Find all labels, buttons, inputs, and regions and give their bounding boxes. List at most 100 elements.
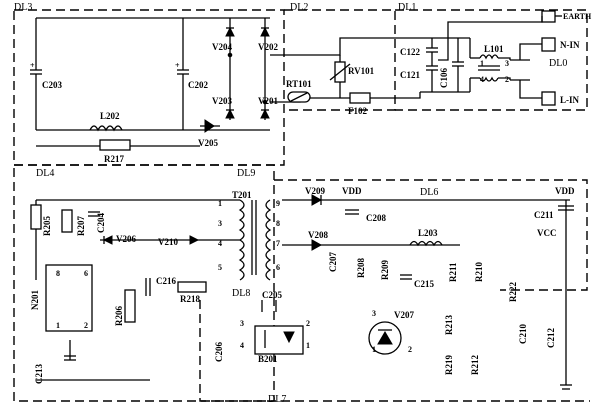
label-v201: V201 <box>258 96 278 106</box>
l-in-terminal <box>541 91 556 106</box>
svg-text:9: 9 <box>276 199 280 208</box>
inductor-l202 <box>89 125 123 132</box>
rail-vcc: VCC <box>537 228 557 238</box>
label-c207: C207 <box>328 252 338 272</box>
label-c215: C215 <box>414 279 434 289</box>
rail-vdd-left: VDD <box>342 186 362 196</box>
block-dl4-border <box>13 164 275 402</box>
diode-v201 <box>260 108 270 119</box>
label-r218: R218 <box>180 294 200 304</box>
block-label-dl9: DL9 <box>237 168 255 179</box>
svg-text:2: 2 <box>306 319 310 328</box>
label-v203: V203 <box>212 96 232 106</box>
rectifier-section: + C203 + C202 L202 R217 V205 V204 V202 V… <box>30 17 278 164</box>
label-c210: C210 <box>518 324 528 344</box>
diode-v208 <box>311 239 323 251</box>
label-r222: R222 <box>508 282 518 302</box>
svg-text:8: 8 <box>276 219 280 228</box>
l-in-label: L-IN <box>560 95 580 105</box>
block-label-dl2: DL2 <box>290 2 308 13</box>
n-in-label: N-IN <box>560 40 580 50</box>
label-v207: V207 <box>394 310 414 320</box>
svg-text:8: 8 <box>56 269 60 278</box>
controller-ic-n201 <box>45 264 93 332</box>
svg-text:1: 1 <box>480 59 484 68</box>
label-t201: T201 <box>232 190 252 200</box>
label-f102: F102 <box>348 106 367 116</box>
svg-text:2: 2 <box>408 345 412 354</box>
label-v206: V206 <box>116 234 136 244</box>
label-c106: C106 <box>439 68 449 88</box>
svg-text:3: 3 <box>218 219 222 228</box>
label-r205: R205 <box>42 216 52 236</box>
optocoupler-b201 <box>254 325 304 355</box>
block-dl1-border <box>395 9 588 111</box>
transformer-t201-primary <box>238 199 245 281</box>
label-c205: C205 <box>262 290 282 300</box>
svg-text:7: 7 <box>276 239 280 248</box>
label-c122: C122 <box>400 47 420 57</box>
primary-section: R205 R207 C204 V206 V210 1 3 4 5 T201 9 … <box>30 190 280 384</box>
label-c204: C204 <box>96 213 106 233</box>
svg-text:+: + <box>30 61 35 70</box>
block-label-dl8: DL8 <box>232 288 250 299</box>
input-section: EARTH N-IN L-IN L101 1 4 3 2 C106 <box>400 10 592 106</box>
label-c121: C121 <box>400 70 420 80</box>
rail-vdd-right: VDD <box>555 186 575 196</box>
inductor-l203 <box>409 240 443 247</box>
label-r219: R219 <box>444 355 454 375</box>
label-r208: R208 <box>356 258 366 278</box>
block-boundaries <box>13 9 590 402</box>
label-rv101: RV101 <box>348 66 375 76</box>
block-dl6-border <box>274 179 588 291</box>
svg-text:3: 3 <box>240 319 244 328</box>
diode-v203 <box>225 108 235 119</box>
label-v209: V209 <box>305 186 325 196</box>
block-label-dl4: DL4 <box>36 168 54 179</box>
svg-text:1: 1 <box>218 199 222 208</box>
resistor-r207 <box>61 209 73 233</box>
earth-label: EARTH <box>563 12 592 21</box>
label-b201: B201 <box>258 354 278 364</box>
resistor-r218 <box>177 281 207 293</box>
block-label-dl7: DL7 <box>268 394 286 405</box>
diode-v204 <box>225 26 235 37</box>
n-in-terminal <box>541 37 556 52</box>
choke-l101-bottom-winding <box>479 76 499 82</box>
label-v202: V202 <box>258 42 278 52</box>
svg-text:1: 1 <box>372 345 376 354</box>
secondary-section: V209 VDD C208 V208 C207 R208 R209 L203 R… <box>282 186 575 390</box>
label-v210: V210 <box>158 237 178 247</box>
label-c206: C206 <box>214 342 224 362</box>
label-c216: C216 <box>156 276 176 286</box>
label-c203: C203 <box>42 80 62 90</box>
block-label-dl6: DL6 <box>420 187 438 198</box>
label-r209: R209 <box>380 260 390 280</box>
resistor-r206 <box>124 289 136 323</box>
label-rt101: RT101 <box>286 79 312 89</box>
block-label-dl3: DL3 <box>14 2 32 13</box>
svg-text:3: 3 <box>372 309 376 318</box>
svg-text:+: + <box>175 61 180 70</box>
label-r211: R211 <box>448 262 458 282</box>
svg-text:1: 1 <box>306 341 310 350</box>
svg-text:5: 5 <box>218 263 222 272</box>
svg-text:6: 6 <box>84 269 88 278</box>
block-label-dl1: DL1 <box>398 2 416 13</box>
label-l202: L202 <box>100 111 120 121</box>
label-c213: C213 <box>34 364 44 384</box>
feedback-section: C205 C215 V207 3 1 2 R213 R219 R212 B201… <box>214 274 480 375</box>
block-dl7-border <box>199 300 590 402</box>
diode-v210 <box>189 235 200 245</box>
svg-text:3: 3 <box>505 59 509 68</box>
fuse-f102 <box>349 92 371 104</box>
earth-terminal <box>541 10 556 23</box>
label-c212: C212 <box>546 328 556 348</box>
diode-v202 <box>260 26 270 37</box>
label-v205: V205 <box>198 138 218 148</box>
block-label-dl0: DL0 <box>549 58 567 69</box>
label-c211: C211 <box>534 210 554 220</box>
label-l101: L101 <box>484 44 504 54</box>
label-c202: C202 <box>188 80 208 90</box>
